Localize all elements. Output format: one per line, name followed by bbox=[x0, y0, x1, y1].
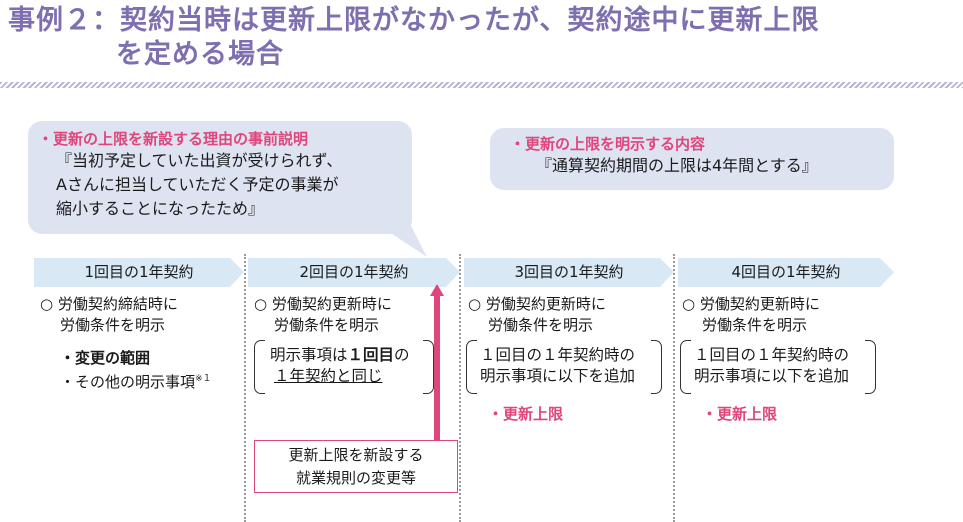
rule-change-box: 更新上限を新設する 就業規則の変更等 bbox=[254, 440, 458, 493]
callout-line: Aさんに担当していただく予定の事業が bbox=[56, 175, 339, 194]
column-3-body: ○ 労働契約更新時に 労働条件を明示 bbox=[468, 294, 606, 336]
requirement-line: ○ 労働契約締結時に bbox=[40, 295, 178, 313]
rule-change-line: 更新上限を新設する bbox=[288, 446, 424, 464]
note-line: 明示事項に以下を追加 bbox=[694, 367, 850, 385]
header-arrow-4 bbox=[678, 258, 894, 287]
callout-prior-explanation: ・更新の上限を新設する理由の事前説明 『当初予定していた出資が受けられず、 Aさ… bbox=[28, 121, 412, 234]
requirement-line: ○ 労働契約更新時に bbox=[254, 295, 392, 313]
bracket-box bbox=[466, 338, 662, 396]
requirement-line: 労働条件を明示 bbox=[702, 316, 808, 334]
callout-limit-content: ・更新の上限を明示する内容 『通算契約期間の上限は4年間とする』 bbox=[490, 128, 894, 190]
footnote-mark: ※１ bbox=[195, 374, 212, 384]
item-other-matters: ・その他の明示事項※１ bbox=[60, 373, 212, 391]
requirement-line: 労働条件を明示 bbox=[274, 316, 380, 334]
up-arrow-shaft bbox=[434, 290, 440, 440]
column-separator bbox=[459, 254, 461, 522]
callout-heading: ・更新の上限を明示する内容 bbox=[510, 135, 706, 153]
renewal-limit-label: ・更新上限 bbox=[488, 405, 564, 423]
requirement-line: ○ 労働契約更新時に bbox=[682, 295, 820, 313]
requirement-line: ○ 労働契約更新時に bbox=[468, 295, 606, 313]
page-title: 事例２：契約当時は更新上限がなかったが、契約途中に更新上限 を定める場合 bbox=[8, 4, 958, 72]
title-line-2: を定める場合 bbox=[116, 39, 284, 70]
header-arrow-2 bbox=[248, 258, 460, 287]
column-header-2: 2回目の1年契約 bbox=[299, 263, 409, 281]
column-4-body: ○ 労働契約更新時に 労働条件を明示 bbox=[682, 294, 820, 336]
column-1-body: ○ 労働契約締結時に 労働条件を明示 bbox=[40, 294, 178, 336]
note-line: １年契約と同じ bbox=[274, 367, 383, 385]
callout-heading: ・更新の上限を新設する理由の事前説明 bbox=[38, 130, 309, 148]
title-line-1: 事例２：契約当時は更新上限がなかったが、契約途中に更新上限 bbox=[8, 5, 820, 36]
item-scope-of-change: ・変更の範囲 bbox=[60, 349, 151, 367]
header-arrow-3 bbox=[464, 258, 674, 287]
same-as-first-note: 明示事項は１回目の １年契約と同じ bbox=[270, 345, 410, 387]
note-line: １回目の１年契約時の bbox=[480, 346, 636, 364]
bracket-box bbox=[680, 338, 876, 396]
column-separator bbox=[244, 254, 246, 522]
rule-change-line: 就業規則の変更等 bbox=[295, 469, 416, 487]
requirement-line: 労働条件を明示 bbox=[488, 316, 594, 334]
addition-note: １回目の１年契約時の 明示事項に以下を追加 bbox=[694, 345, 849, 387]
callout-line: 『通算契約期間の上限は4年間とする』 bbox=[536, 156, 818, 175]
column-2-body: ○ 労働契約更新時に 労働条件を明示 bbox=[254, 294, 392, 336]
column-header-3: 3回目の1年契約 bbox=[514, 263, 624, 281]
title-divider bbox=[0, 82, 963, 88]
note-line: １回目の１年契約時の bbox=[694, 346, 850, 364]
renewal-limit-label: ・更新上限 bbox=[702, 405, 778, 423]
column-header-1: 1回目の1年契約 bbox=[84, 263, 194, 281]
bubble-tail bbox=[380, 226, 427, 257]
addition-note: １回目の１年契約時の 明示事項に以下を追加 bbox=[480, 345, 635, 387]
column-1-items: ・変更の範囲 ・その他の明示事項※１ bbox=[60, 348, 212, 393]
callout-line: 縮小することになったため』 bbox=[56, 199, 265, 218]
column-separator bbox=[673, 254, 675, 522]
bracket-box bbox=[254, 338, 434, 396]
column-header-4: 4回目の1年契約 bbox=[731, 263, 841, 281]
callout-line: 『当初予定していた出資が受けられず、 bbox=[56, 151, 343, 170]
note-line: 明示事項は１回目の bbox=[270, 346, 410, 364]
header-arrow-1 bbox=[34, 258, 244, 287]
note-line: 明示事項に以下を追加 bbox=[480, 367, 636, 385]
requirement-line: 労働条件を明示 bbox=[60, 316, 166, 334]
